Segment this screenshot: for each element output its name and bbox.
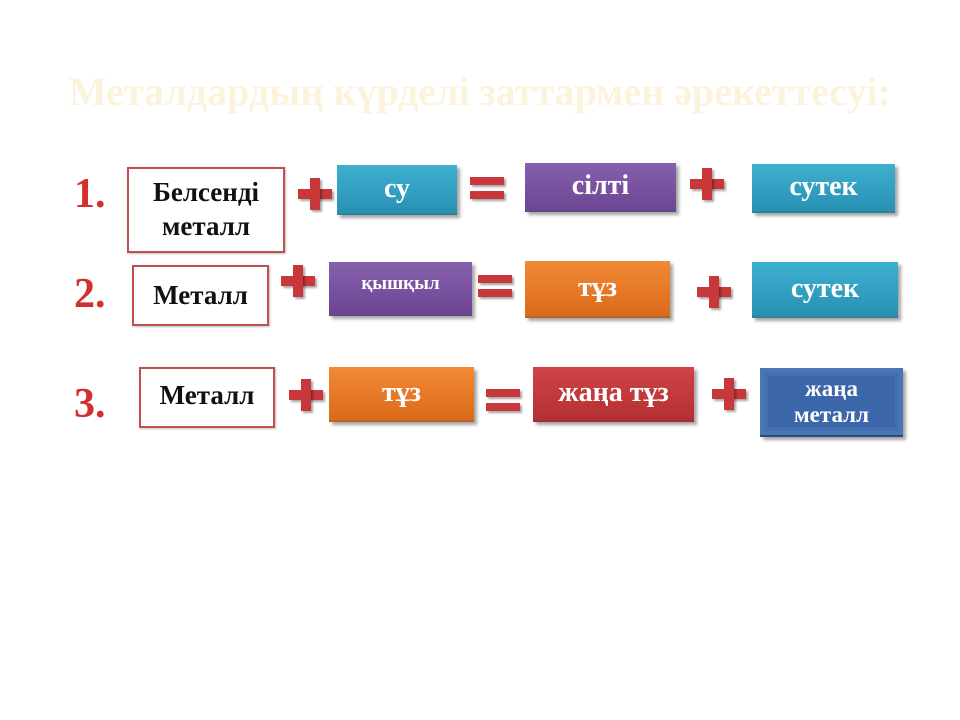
equals-icon xyxy=(470,177,504,199)
equals-icon xyxy=(478,275,512,297)
reagent-box: тұз xyxy=(329,367,474,422)
row-number: 1. xyxy=(74,171,106,217)
product-box: тұз xyxy=(525,261,670,318)
product-box: сілті xyxy=(525,163,676,212)
plus-icon xyxy=(712,378,746,410)
row-number: 3. xyxy=(74,381,106,427)
reagent-box: су xyxy=(337,165,457,215)
slide-title: Металдардың күрделі заттармен әрекеттесу… xyxy=(69,69,891,114)
row-number: 2. xyxy=(74,271,106,317)
product-box: жаңа металл xyxy=(760,368,903,437)
plus-icon xyxy=(690,168,724,200)
plus-icon xyxy=(281,265,315,297)
reagent-box: қышқыл xyxy=(329,262,472,316)
reactant-box: Белсенді металл xyxy=(127,167,285,253)
product-box: сутек xyxy=(752,262,898,318)
plus-icon xyxy=(289,379,323,411)
reactant-box: Металл xyxy=(132,265,269,326)
product-box: сутек xyxy=(752,164,895,213)
equals-icon xyxy=(486,389,520,411)
reactant-box: Металл xyxy=(139,367,275,428)
plus-icon xyxy=(298,178,332,210)
plus-icon xyxy=(697,276,731,308)
product-box: жаңа тұз xyxy=(533,367,694,422)
